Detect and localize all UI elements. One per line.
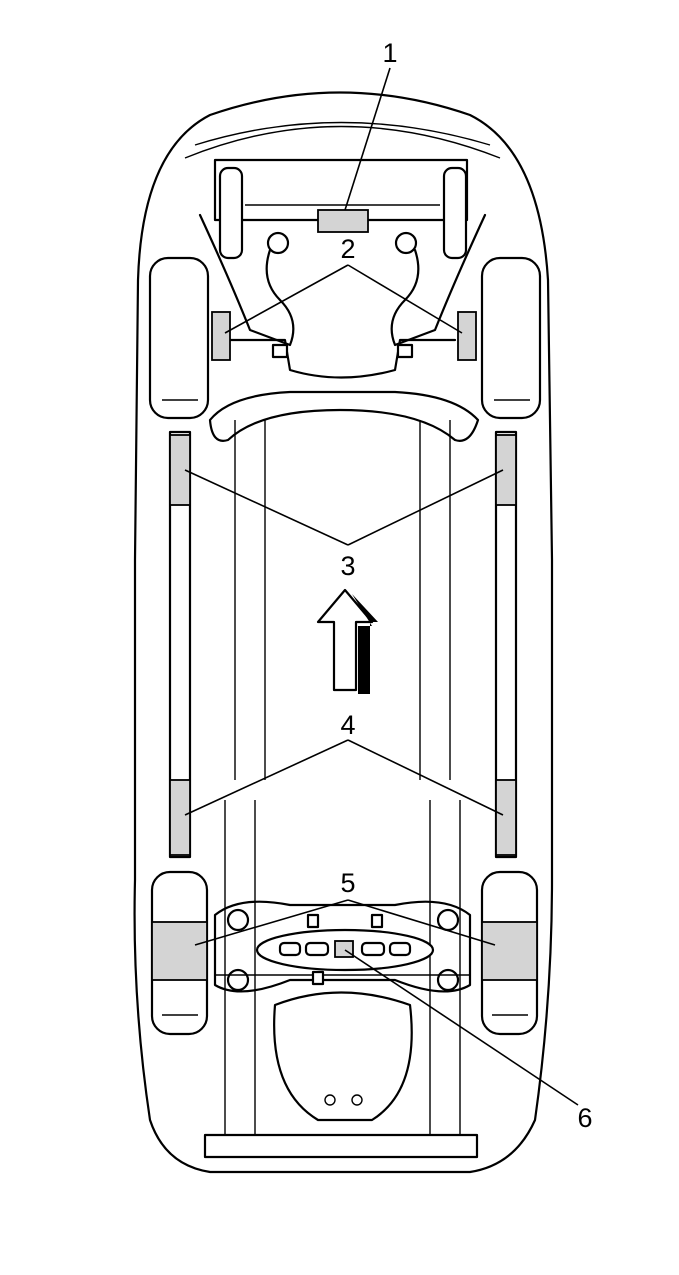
- front-mount-right: [394, 231, 418, 255]
- lift-pad-6: [334, 940, 354, 958]
- spare-tire-well: [273, 991, 413, 1122]
- lift-pad-5-right: [481, 921, 538, 981]
- front-mount-left: [266, 231, 290, 255]
- front-cradle: [208, 390, 480, 442]
- callout-4: 4: [340, 710, 355, 740]
- callout-6: 6: [577, 1103, 592, 1133]
- rocker-panel-left: [168, 430, 192, 859]
- callout-5: 5: [340, 868, 355, 898]
- front-bumper-line: [184, 125, 501, 159]
- rear-cradle: [213, 900, 472, 993]
- front-tire-left: [148, 256, 210, 420]
- front-bumper-inner: [194, 121, 491, 146]
- callout-2: 2: [340, 234, 355, 264]
- front-tire-right: [480, 256, 542, 420]
- callout-3: 3: [340, 551, 355, 581]
- rocker-panel-right: [494, 430, 518, 859]
- lift-pad-3-left: [169, 434, 191, 506]
- lift-pad-3-right: [495, 434, 517, 506]
- front-frame-rail-left: [218, 166, 244, 260]
- rear-bumper: [203, 1133, 479, 1159]
- forward-arrow-icon: [316, 588, 374, 692]
- lift-pad-4-left: [169, 779, 191, 856]
- lift-pad-2-right: [457, 311, 477, 361]
- callout-1: 1: [382, 38, 397, 68]
- front-frame-rail-right: [442, 166, 468, 260]
- lift-pad-4-right: [495, 779, 517, 856]
- body-outline: [133, 91, 554, 1174]
- lift-pad-1: [317, 209, 369, 233]
- lift-pad-5-left: [151, 921, 208, 981]
- lift-pad-2-left: [211, 311, 231, 361]
